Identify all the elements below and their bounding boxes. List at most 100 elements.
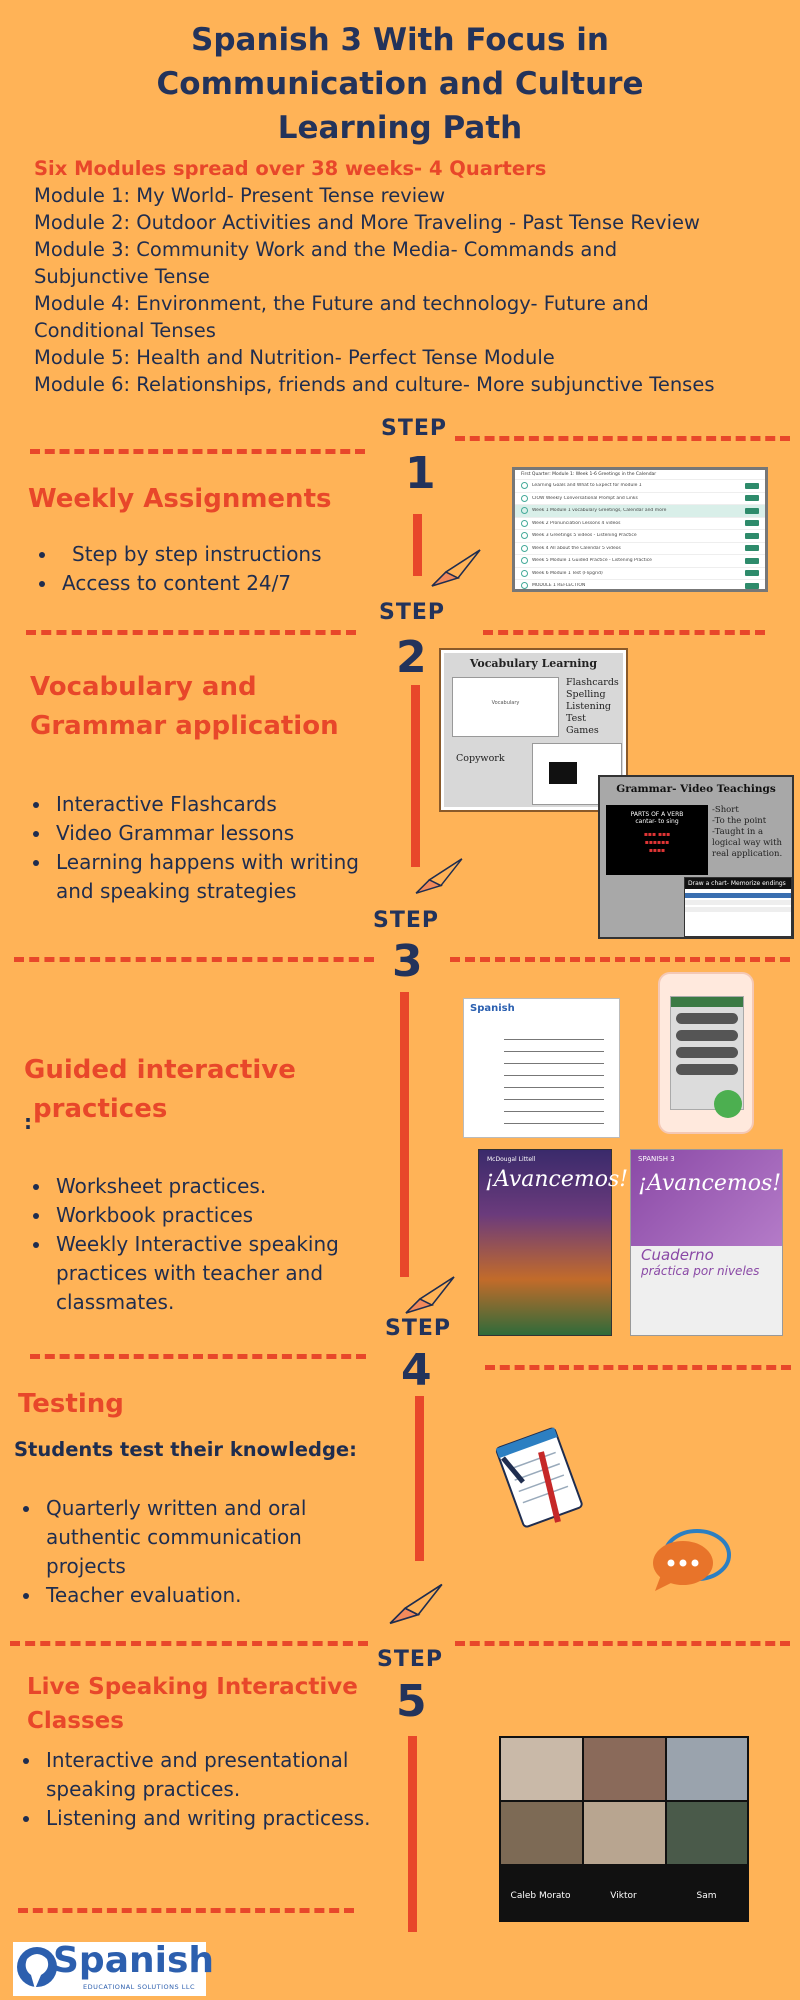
assignment-title: Week 5 Module 1 Guided Practice - Listen…: [532, 558, 652, 564]
assignment-row[interactable]: Week 4 All about the Calendar 5 videos: [515, 541, 765, 555]
open-button[interactable]: [745, 495, 759, 502]
vocab-card-heading: Vocabulary Learning: [469, 657, 598, 670]
phone-app-screenshot: [658, 972, 754, 1134]
list-item: Games: [566, 725, 599, 736]
worksheet-line: [504, 1075, 604, 1076]
worksheet-thumbnail: Spanish: [463, 998, 620, 1138]
open-button[interactable]: [745, 557, 759, 564]
module-line: Module 5: Health and Nutrition- Perfect …: [34, 346, 555, 369]
list-item: Video Grammar lessons: [52, 819, 362, 848]
assignment-title: MODULE 1 REFLECTION: [532, 583, 586, 589]
grammar-slide: PARTS OF A VERB cantar- to sing ▪▪▪ ▪▪▪▪…: [606, 805, 708, 875]
open-button[interactable]: [745, 545, 759, 552]
divider: [30, 449, 365, 454]
chat-bubble-icon: [653, 1529, 731, 1591]
open-button[interactable]: [745, 507, 759, 514]
worksheet-line: [504, 1111, 604, 1112]
divider: [455, 1641, 790, 1646]
vocab-feature-list: Flashcards Spelling Listening Test Games: [566, 677, 619, 737]
participant-names: Caleb Morato Viktor Sam: [499, 1891, 749, 1901]
paper-plane-icon: [389, 1583, 443, 1625]
assignment-title: Week 2 Pronunciation Lessons 4 videos: [532, 520, 621, 526]
step-connector: [415, 1396, 424, 1561]
assignment-title: CIOW Weekly Conversational Prompt and Li…: [532, 495, 638, 501]
assignment-row[interactable]: Week 5 Module 1 Guided Practice - Listen…: [515, 554, 765, 567]
paper-plane-icon: [415, 858, 463, 894]
copywork-label: Copywork: [456, 753, 505, 764]
publisher: McDougal Littell: [487, 1156, 536, 1163]
assignment-title: Week 3 Greetings 5 videos - Listening Pr…: [532, 533, 637, 539]
list-item: Interactive and presentational speaking …: [42, 1746, 392, 1804]
assignment-row[interactable]: CIOW Weekly Conversational Prompt and Li…: [515, 491, 765, 505]
notepad-pencil-icon: [495, 1427, 583, 1528]
step-connector: [411, 685, 420, 867]
grammar-notes: -Short -To the point -Taught in a logica…: [712, 805, 794, 860]
company-logo: Spanish EDUCATIONAL SOLUTIONS LLC: [13, 1940, 214, 1996]
step-number: 5: [396, 1676, 427, 1727]
section-title-live: Live Speaking Interactive Classes: [27, 1670, 358, 1738]
list-item: Step by step instructions: [58, 540, 378, 569]
open-button[interactable]: [745, 482, 759, 489]
avancemos-workbook-cover: SPANISH 3 ¡Avancemos! Cuaderno práctica …: [630, 1149, 783, 1336]
assignment-row[interactable]: Learning Goals and What to Expect for mo…: [515, 479, 765, 492]
step-number: 1: [405, 448, 436, 499]
step-number: 2: [396, 632, 427, 683]
list-item: -Short: [712, 805, 739, 815]
list-item: Interactive Flashcards: [52, 790, 362, 819]
assignment-row[interactable]: Week 1 Module 1 vocabulary Greetings, Ca…: [515, 504, 765, 517]
title-line: Live Speaking Interactive: [27, 1674, 358, 1700]
worksheet-line: [504, 1063, 604, 1064]
book-title: ¡Avancemos!: [638, 1171, 782, 1196]
title-line: practices: [24, 1094, 168, 1124]
assignment-title: Learning Goals and What to Expect for mo…: [532, 483, 642, 489]
step-label: STEP: [385, 1316, 452, 1341]
status-circle-icon: [521, 569, 528, 577]
assignment-row[interactable]: Week 3 Greetings 5 videos - Listening Pr…: [515, 529, 765, 542]
step-connector: [413, 514, 422, 576]
section-title-testing: Testing: [18, 1389, 124, 1419]
module-line: Module 2: Outdoor Activities and More Tr…: [34, 211, 700, 234]
module-line: Module 6: Relationships, friends and cul…: [34, 373, 715, 396]
workbook-cover-top: SPANISH 3 ¡Avancemos!: [631, 1150, 782, 1246]
status-circle-icon: [521, 532, 528, 540]
module-line: Module 1: My World- Present Tense review: [34, 184, 446, 207]
list-item: Spelling: [566, 689, 606, 700]
list-item: Quarterly written and oral authentic com…: [42, 1494, 362, 1581]
assignment-row[interactable]: MODULE 1 REFLECTION: [515, 579, 765, 592]
status-circle-icon: [521, 482, 528, 490]
logo-mark-icon: [17, 1947, 57, 1989]
assignment-row[interactable]: Week 2 Pronunciation Lessons 4 videos: [515, 516, 765, 530]
logo-wordmark: Spanish: [53, 1940, 215, 1981]
status-circle-icon: [521, 519, 528, 527]
modules-overview: Six Modules spread over 38 weeks- 4 Quar…: [34, 155, 774, 398]
assignments-screenshot: First Quarter: Module 1: Week 1-6 Greeti…: [512, 467, 768, 592]
status-circle-icon: [521, 544, 528, 552]
title-line: Vocabulary and: [30, 672, 257, 702]
thumb-image: [549, 762, 577, 784]
worksheet-line: [504, 1123, 604, 1124]
worksheet-logo: Spanish: [470, 1003, 515, 1014]
video-call-screenshot: Caleb Morato Viktor Sam: [499, 1736, 749, 1922]
assignment-title: Week 1 Module 1 vocabulary Greetings, Ca…: [532, 508, 667, 514]
list-item: Listening and writing practicess.: [42, 1804, 392, 1833]
open-button[interactable]: [745, 570, 759, 577]
record-button-icon: [714, 1090, 742, 1118]
assignment-row[interactable]: Week 6 Module 1 Test (Flipgrid): [515, 566, 765, 580]
modules-summary: Six Modules spread over 38 weeks- 4 Quar…: [34, 157, 547, 180]
divider: [30, 1354, 366, 1359]
logo-tagline: EDUCATIONAL SOLUTIONS LLC: [83, 1983, 195, 1991]
book-subtitle: práctica por niveles: [641, 1264, 760, 1278]
title-line: Classes: [27, 1708, 124, 1734]
colon-mark: :: [24, 1110, 32, 1134]
open-button[interactable]: [745, 582, 759, 589]
open-button[interactable]: [745, 520, 759, 527]
assignment-title: Week 4 All about the Calendar 5 videos: [532, 545, 621, 551]
participant-name: Viktor: [610, 1891, 637, 1901]
participant-name: Caleb Morato: [510, 1891, 571, 1901]
title-line: Guided interactive: [24, 1055, 296, 1085]
list-item: Teacher evaluation.: [42, 1581, 362, 1610]
section-title-vocab: Vocabulary and Grammar application: [30, 668, 339, 746]
status-circle-icon: [521, 557, 528, 565]
title-line-2: Communication and Culture: [156, 66, 644, 102]
open-button[interactable]: [745, 532, 759, 539]
